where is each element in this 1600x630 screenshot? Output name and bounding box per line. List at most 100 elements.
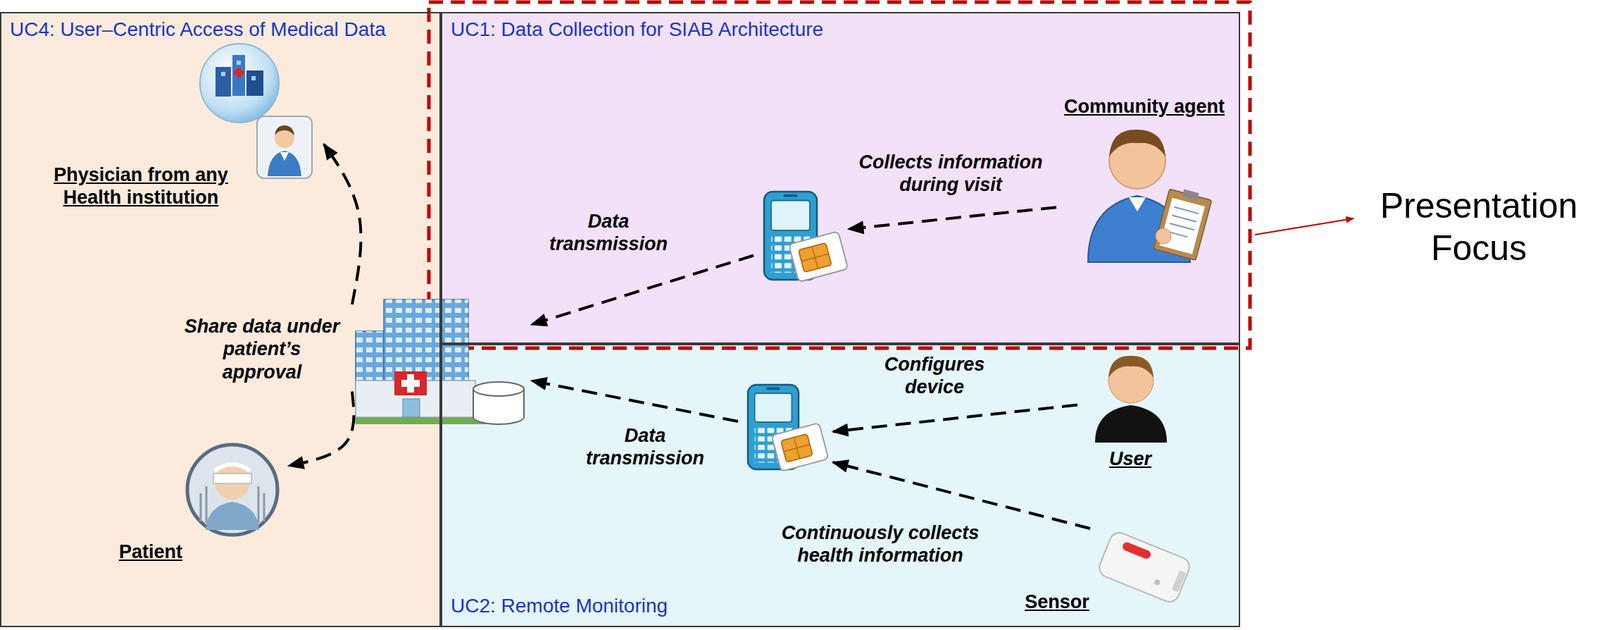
physician-icon-part — [257, 116, 312, 179]
community-agent-icon-part-part — [1169, 223, 1195, 230]
community-agent-icon-part-part — [1171, 214, 1197, 222]
hospital-icon-part — [383, 299, 469, 384]
patient-icon-part — [187, 444, 278, 535]
patient-icon-part — [205, 501, 260, 530]
hospital-icon-part — [473, 388, 524, 424]
sensor-icon-part — [1096, 529, 1193, 605]
sensor-icon-part — [1121, 540, 1152, 560]
hospital-icon-part — [353, 416, 486, 424]
physician-icon-part — [267, 150, 302, 177]
physician-icon-part — [236, 60, 241, 65]
dashed-arrow — [848, 207, 1057, 229]
focus-box — [428, 2, 1250, 348]
actor-node: Patient — [98, 440, 289, 567]
user-icon-part — [1108, 357, 1154, 403]
hospital-icon-part — [394, 371, 427, 396]
hospital-icon-part — [355, 330, 388, 388]
hospital-icon-part — [355, 330, 388, 388]
panel-grounds-part — [440, 343, 1241, 627]
phone-icon — [764, 191, 848, 282]
patient-icon-part — [257, 485, 260, 523]
community-agent-icon-part — [1088, 195, 1191, 262]
physician-icon-part — [246, 70, 264, 96]
sensor-icon-part — [1153, 578, 1161, 586]
edge-label: Data transmission — [538, 209, 679, 256]
sensor-icon-part — [1171, 569, 1187, 593]
sensor-icon — [1096, 529, 1193, 605]
community-agent-icon-part — [1109, 132, 1166, 189]
community-agent-icon — [1088, 129, 1213, 262]
edge-label: Collects information during visit — [845, 150, 1057, 197]
edge-label-holder: Data transmission — [574, 423, 716, 470]
community-agent-icon-part-part — [1182, 189, 1200, 200]
edge-label: Share data under patient’s approval — [180, 314, 343, 384]
focus-pointer — [1254, 218, 1354, 235]
hospital-icon-part — [401, 379, 420, 387]
hospital-icon-part — [407, 373, 415, 393]
hospital-icon-part — [355, 380, 476, 417]
phone-node — [738, 380, 834, 483]
patient-icon-part — [213, 473, 252, 484]
physician-icon-part — [233, 70, 244, 75]
dashed-arrow — [833, 404, 1078, 432]
actor-node: Sensor — [1014, 528, 1205, 620]
physician-icon-part — [274, 128, 295, 148]
node-label: Sensor — [1018, 590, 1096, 613]
physician-icon-part — [274, 125, 295, 136]
patient-icon-part — [205, 485, 208, 523]
callout-holder: Presentation Focus — [1359, 184, 1599, 270]
edge-label-holder: Continuously collects health information — [767, 521, 993, 567]
node-label: User — [1077, 447, 1184, 470]
edge-label: Configures device — [864, 352, 1005, 399]
patient-icon-part — [214, 464, 250, 471]
phone-node — [753, 186, 849, 293]
physician-icon-part — [200, 43, 279, 123]
community-agent-icon-part-part — [1159, 197, 1205, 255]
physician-icon-part — [251, 76, 256, 81]
physician-icon-part — [221, 71, 226, 77]
edge-label: Continuously collects health information — [767, 521, 993, 567]
physician-icon-part — [280, 152, 289, 161]
physician-icon-part — [215, 66, 231, 97]
user-icon — [1095, 355, 1167, 443]
community-agent-icon-part-part — [1153, 188, 1212, 260]
node-label: Physician from any Health institution — [35, 163, 247, 210]
actor-node: User — [1077, 348, 1186, 479]
phone-icon — [747, 384, 829, 472]
node-label: Patient — [108, 540, 193, 563]
hospital-icon — [353, 299, 524, 424]
node-label: Community agent — [1056, 95, 1233, 118]
physician-icon-part — [232, 54, 246, 96]
community-agent-icon-part-part — [1173, 207, 1199, 214]
community-agent-icon-part — [1128, 197, 1146, 212]
patient-icon-part — [263, 492, 266, 522]
actor-node: Community agent — [1056, 95, 1236, 268]
panel-heading: UC4: User–Centric Access of Medical Data — [9, 17, 426, 42]
panel-heading: UC2: Remote Monitoring — [450, 593, 1085, 618]
hospital-icon-part — [473, 381, 524, 396]
community-agent-icon-part — [1109, 129, 1166, 157]
patient-icon — [187, 444, 278, 535]
physician-icon-part — [236, 67, 241, 78]
community-agent-icon-part — [1155, 228, 1172, 244]
panel-box: UC1: Data Collection for SIAB Architectu… — [440, 11, 1241, 344]
user-icon-part — [1095, 404, 1167, 443]
patient-icon-part — [200, 492, 203, 522]
callout-text: Presentation Focus — [1359, 184, 1599, 270]
hospital-icon-part — [383, 299, 469, 384]
dashed-arrow — [531, 380, 739, 422]
community-agent-icon-part-part — [1167, 231, 1188, 238]
actor-node: Physician from any Health institution — [21, 42, 324, 212]
community-agent-icon-part — [1153, 185, 1213, 260]
panel-heading: UC1: Data Collection for SIAB Architectu… — [450, 17, 1085, 42]
patient-icon-part — [214, 464, 250, 500]
dashed-arrow — [323, 144, 361, 305]
edge-label: Data transmission — [574, 423, 716, 470]
dashed-arrow — [288, 391, 354, 467]
panel-grounds — [0, 11, 1241, 627]
dashed-arrow — [531, 255, 754, 325]
edge-label-holder: Configures device — [864, 352, 1005, 399]
panel-grounds-part — [0, 11, 441, 627]
dashed-arrow — [833, 461, 1091, 529]
